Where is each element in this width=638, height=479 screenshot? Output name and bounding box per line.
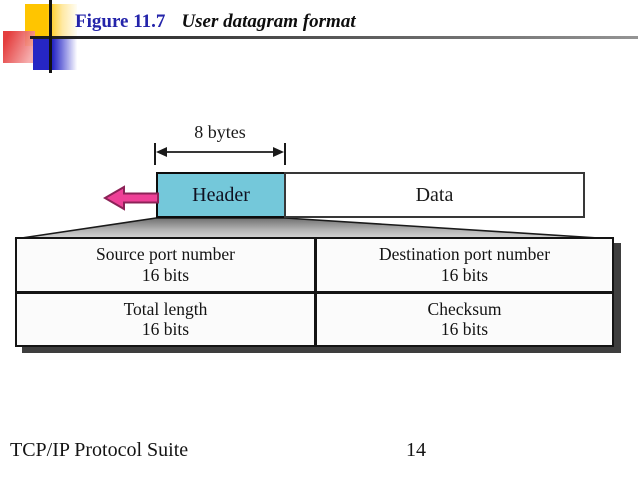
data-box-label: Data — [415, 183, 454, 206]
page-number: 14 — [406, 439, 426, 461]
table-cell-total-length: Total length 16 bits — [17, 293, 314, 345]
byte-size-label: 8 bytes — [194, 122, 246, 142]
figure-caption: Figure 11.7 User datagram format — [75, 11, 356, 33]
field-name: Checksum — [427, 298, 502, 319]
footer-book-title: TCP/IP Protocol Suite — [10, 439, 189, 461]
field-name: Source port number — [96, 244, 235, 265]
figure-title: User datagram format — [181, 11, 356, 32]
header-box-label: Header — [192, 183, 250, 206]
data-box: Data — [284, 172, 585, 218]
field-name: Total length — [123, 298, 208, 319]
title-underline-rule — [30, 36, 638, 39]
funnel-shape — [14, 217, 615, 240]
left-arrow-icon — [103, 185, 159, 211]
vertical-accent-line — [49, 0, 52, 73]
field-name: Destination port number — [378, 244, 551, 265]
table-cell-checksum: Checksum 16 bits — [317, 293, 612, 345]
field-size: 16 bits — [440, 319, 489, 340]
figure-number-label: Figure 11.7 — [75, 11, 166, 32]
measure-arrow — [154, 143, 286, 165]
table-cell-source-port: Source port number 16 bits — [17, 239, 314, 291]
blue-square-decoration — [33, 38, 77, 70]
udp-fields-table: Source port number 16 bits Destination p… — [15, 237, 614, 347]
field-size: 16 bits — [141, 264, 190, 285]
field-size: 16 bits — [440, 264, 489, 285]
table-cell-destination-port: Destination port number 16 bits — [317, 239, 612, 291]
field-size: 16 bits — [141, 319, 190, 340]
red-square-decoration — [3, 31, 35, 63]
header-box: Header — [156, 172, 286, 218]
